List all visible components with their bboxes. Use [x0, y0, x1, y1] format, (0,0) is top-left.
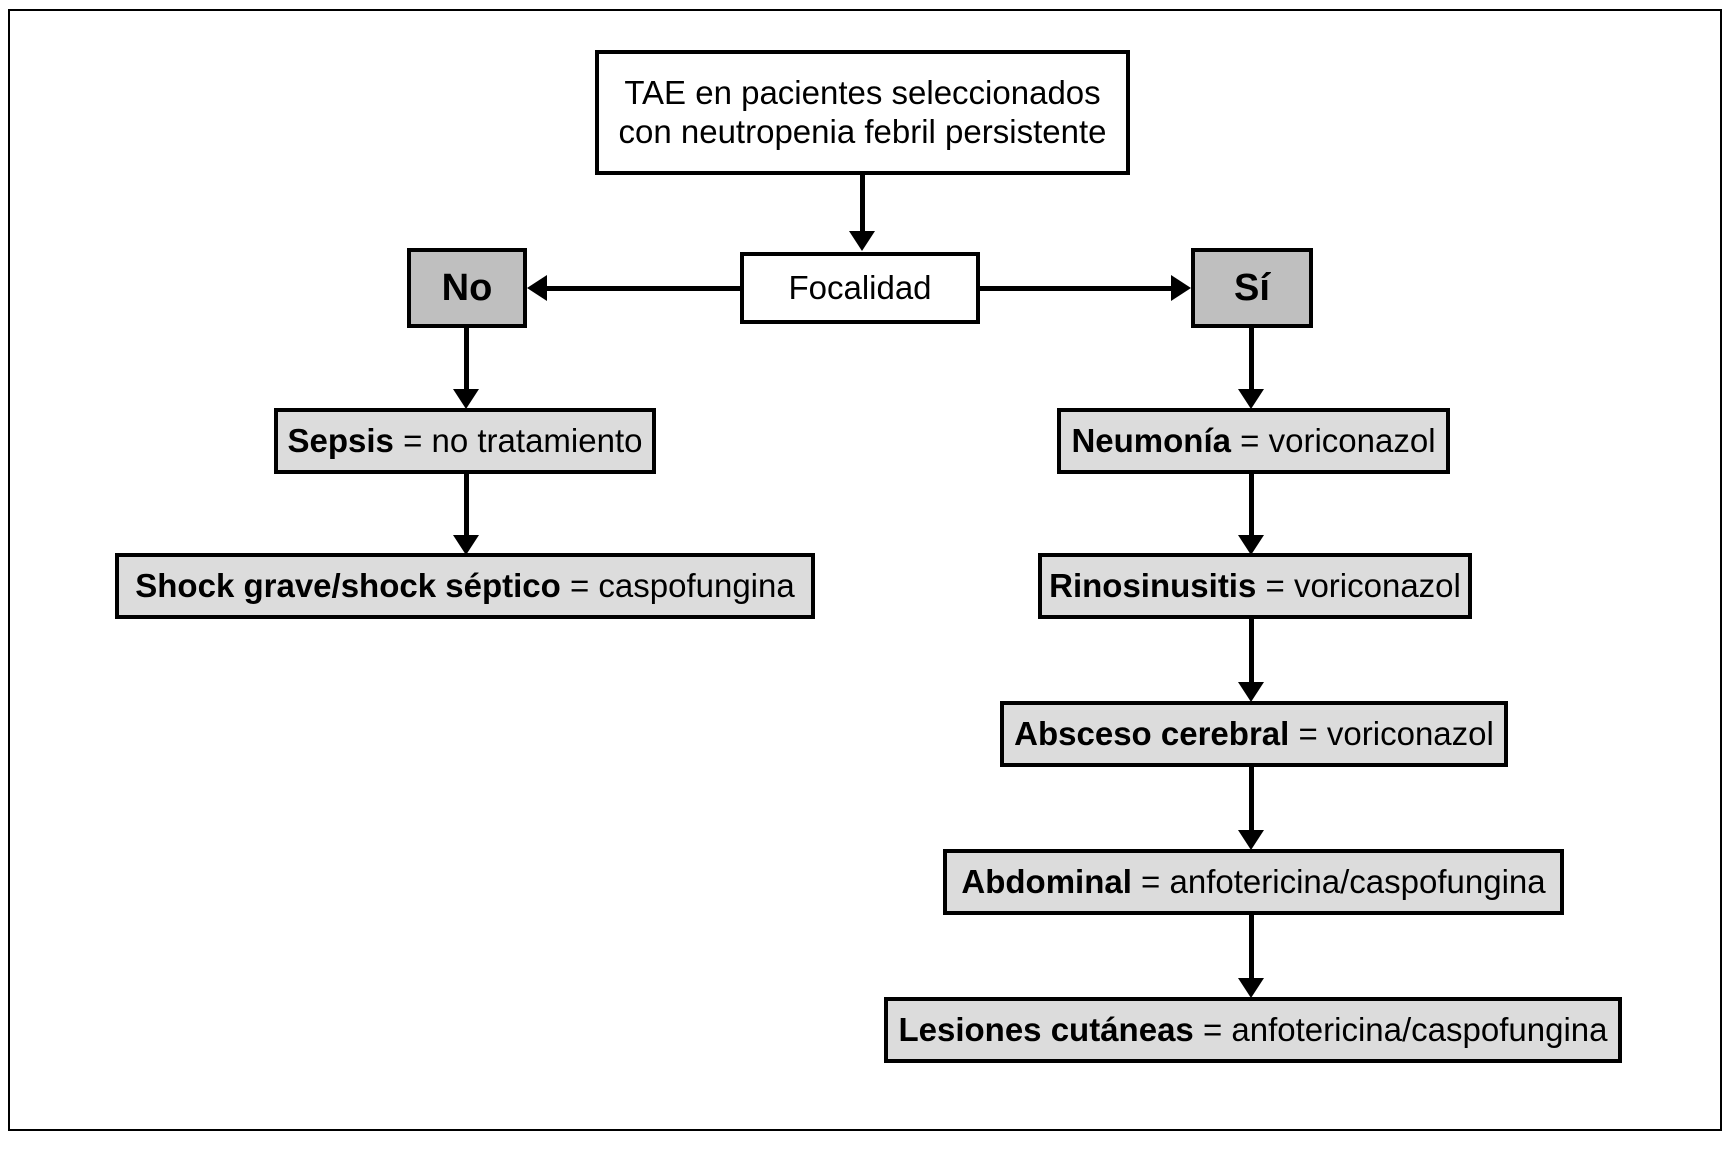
- leaf-node-rinosinusitis-treatment: voriconazol: [1293, 566, 1461, 604]
- leaf-node-absceso-treatment: voriconazol: [1326, 714, 1494, 752]
- branch-node-yes-label: Sí: [1234, 266, 1270, 309]
- leaf-node-abdominal-treatment: anfotericina/caspofungina: [1169, 862, 1546, 900]
- arrowhead-root-to-decision: [849, 231, 875, 251]
- connector-neumonia-to-rinosinusitis: [1249, 474, 1254, 539]
- connector-root-to-decision: [860, 175, 865, 235]
- arrowhead-absceso-to-abdominal: [1238, 830, 1264, 850]
- arrowhead-decision-to-yes: [1171, 275, 1191, 301]
- arrowhead-decision-to-no: [527, 275, 547, 301]
- root-node-line2: con neutropenia febril persistente: [618, 112, 1107, 150]
- connector-absceso-to-abdominal: [1249, 767, 1254, 834]
- leaf-node-neumonia: Neumonía = voriconazol: [1057, 408, 1450, 474]
- branch-node-no: No: [407, 248, 527, 328]
- arrowhead-rinosinusitis-to-absceso: [1238, 682, 1264, 702]
- leaf-node-sepsis: Sepsis = no tratamiento: [274, 408, 656, 474]
- leaf-node-shock-condition: Shock grave/shock séptico: [135, 566, 561, 604]
- branch-node-no-label: No: [441, 266, 493, 309]
- decision-node-focalidad: Focalidad: [740, 252, 980, 324]
- leaf-node-lesiones-separator: =: [1193, 1010, 1232, 1048]
- leaf-node-shock-separator: =: [560, 566, 599, 604]
- leaf-node-sepsis-condition: Sepsis: [287, 421, 394, 459]
- leaf-node-neumonia-separator: =: [1231, 421, 1269, 459]
- decision-node-label: Focalidad: [788, 268, 932, 306]
- leaf-node-absceso-cerebral: Absceso cerebral = voriconazol: [1000, 701, 1508, 767]
- leaf-node-neumonia-treatment: voriconazol: [1268, 421, 1436, 459]
- leaf-node-absceso-condition: Absceso cerebral: [1014, 714, 1290, 752]
- leaf-node-shock-treatment: caspofungina: [598, 566, 795, 604]
- arrowhead-neumonia-to-rinosinusitis: [1238, 535, 1264, 555]
- leaf-node-lesiones-cutaneas: Lesiones cutáneas = anfotericina/caspofu…: [884, 997, 1622, 1063]
- connector-abdominal-to-lesiones: [1249, 915, 1254, 982]
- leaf-node-abdominal: Abdominal = anfotericina/caspofungina: [943, 849, 1564, 915]
- leaf-node-absceso-separator: =: [1289, 714, 1327, 752]
- leaf-node-abdominal-condition: Abdominal: [961, 862, 1132, 900]
- leaf-node-lesiones-condition: Lesiones cutáneas: [898, 1010, 1194, 1048]
- leaf-node-neumonia-condition: Neumonía: [1071, 421, 1231, 459]
- arrowhead-abdominal-to-lesiones: [1238, 978, 1264, 998]
- root-node-line1: TAE en pacientes seleccionados: [624, 73, 1101, 111]
- connector-decision-to-no: [545, 286, 742, 291]
- leaf-node-shock: Shock grave/shock séptico = caspofungina: [115, 553, 815, 619]
- leaf-node-rinosinusitis: Rinosinusitis = voriconazol: [1038, 553, 1472, 619]
- connector-no-to-sepsis: [464, 328, 469, 393]
- leaf-node-sepsis-separator: =: [393, 421, 432, 459]
- leaf-node-sepsis-treatment: no tratamiento: [431, 421, 643, 459]
- leaf-node-abdominal-separator: =: [1131, 862, 1170, 900]
- leaf-node-rinosinusitis-condition: Rinosinusitis: [1049, 566, 1257, 604]
- arrowhead-yes-to-neumonia: [1238, 389, 1264, 409]
- branch-node-yes: Sí: [1191, 248, 1313, 328]
- leaf-node-rinosinusitis-separator: =: [1256, 566, 1294, 604]
- leaf-node-lesiones-treatment: anfotericina/caspofungina: [1231, 1010, 1608, 1048]
- connector-sepsis-to-shock: [464, 474, 469, 539]
- arrowhead-sepsis-to-shock: [453, 535, 479, 555]
- connector-yes-to-neumonia: [1249, 328, 1254, 393]
- diagram-border: [8, 9, 1722, 1131]
- connector-rinosinusitis-to-absceso: [1249, 619, 1254, 686]
- connector-decision-to-yes: [978, 286, 1173, 291]
- arrowhead-no-to-sepsis: [453, 389, 479, 409]
- root-node-tae: TAE en pacientes seleccionados con neutr…: [595, 50, 1130, 175]
